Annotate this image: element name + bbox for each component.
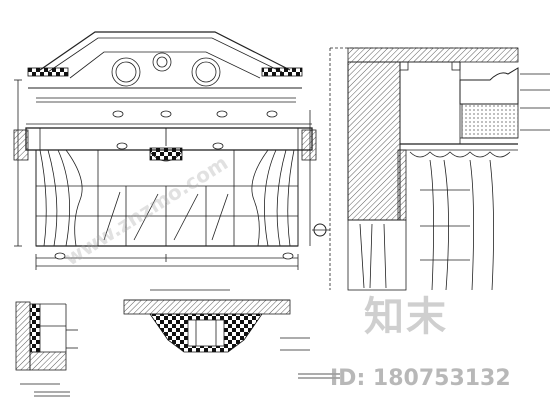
crown-molding bbox=[459, 67, 519, 105]
detail-corner bbox=[15, 301, 78, 385]
watermark-id: ID: 180753132 bbox=[330, 366, 511, 391]
section-detail bbox=[329, 47, 550, 291]
main-elevation bbox=[13, 31, 330, 270]
roundel-left bbox=[111, 57, 141, 87]
curtain-right bbox=[250, 149, 295, 247]
chandelier bbox=[149, 128, 183, 162]
pediment-outline bbox=[39, 31, 291, 71]
watermark-brand: 知末 bbox=[364, 294, 448, 340]
detail-labels bbox=[34, 373, 340, 397]
curtain-left bbox=[39, 149, 84, 247]
roundel-right bbox=[191, 57, 221, 87]
detail-ceiling bbox=[123, 289, 310, 353]
roundel-center bbox=[152, 52, 172, 72]
callout-markers bbox=[54, 110, 294, 260]
wall-section bbox=[347, 61, 401, 221]
valance-box bbox=[25, 127, 313, 151]
